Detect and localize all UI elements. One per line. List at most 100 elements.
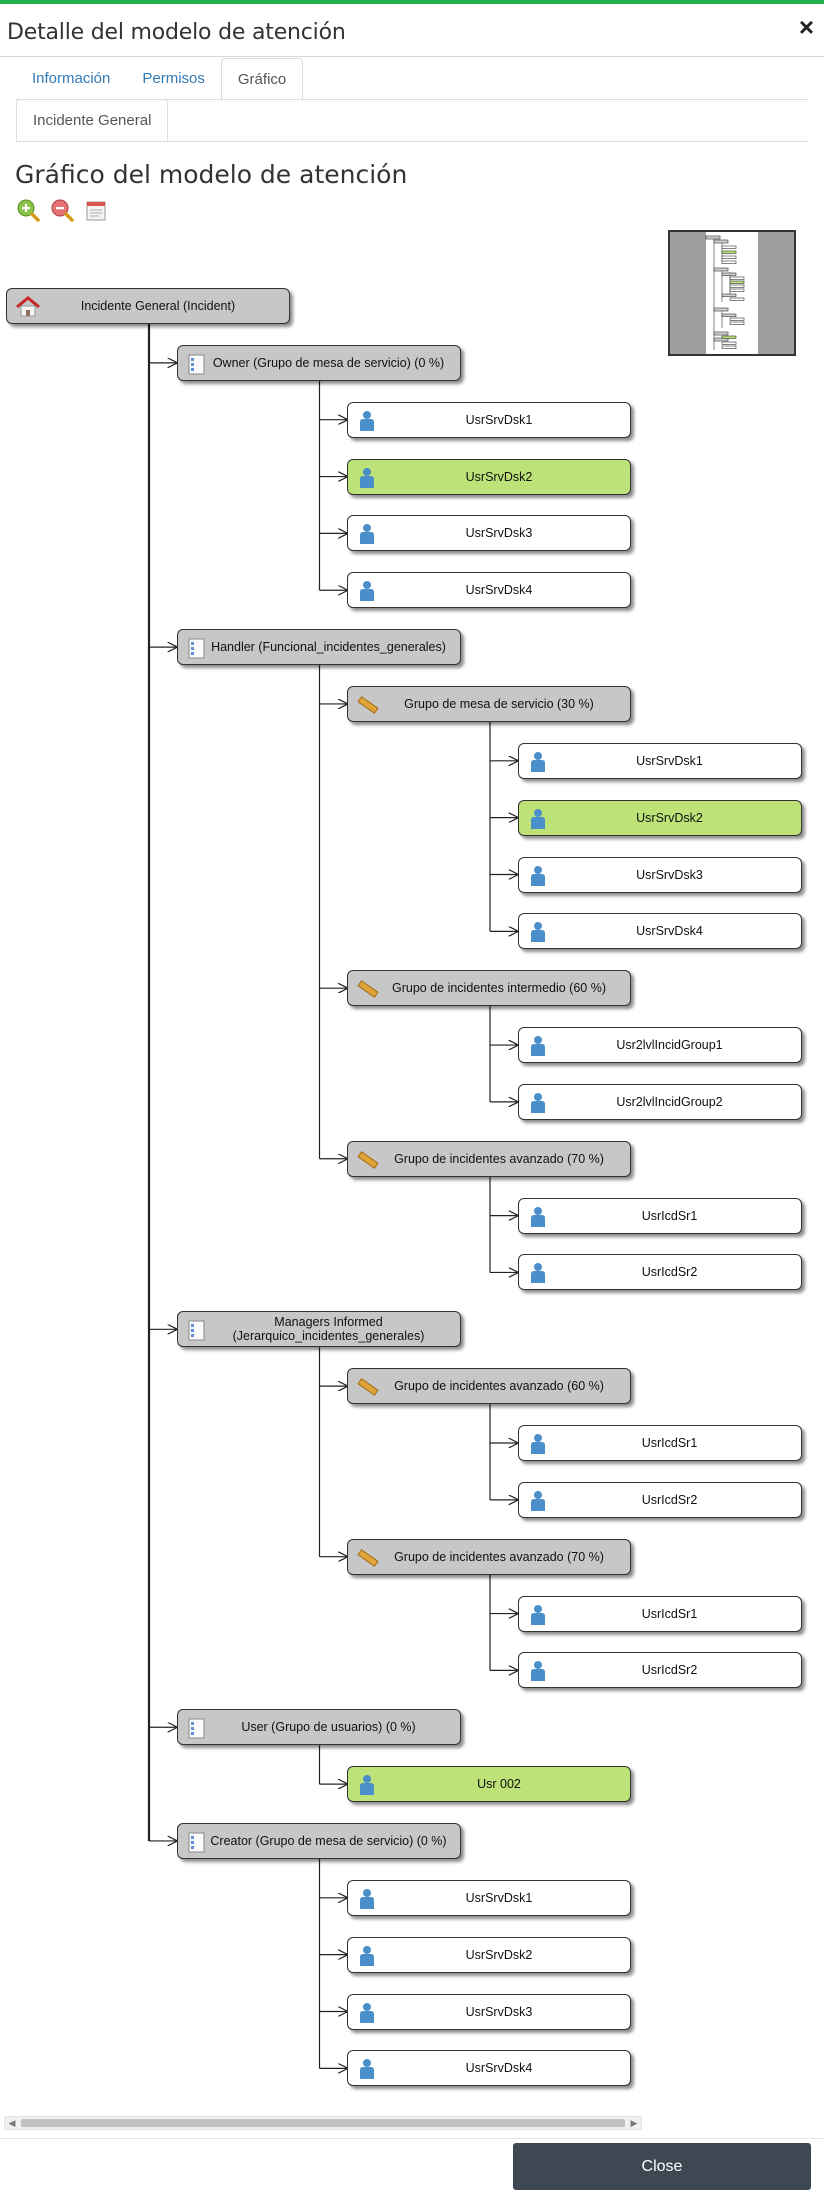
role-node[interactable]: Managers Informed (Jerarquico_incidentes… (176, 1311, 461, 1348)
user-node[interactable]: UsrIcdSr1 (517, 1595, 802, 1632)
node-label: UsrSrvDsk2 (636, 810, 703, 825)
tab-permisos[interactable]: Permisos (142, 70, 205, 87)
user-icon (356, 522, 378, 546)
node-label: UsrSrvDsk1 (636, 753, 703, 768)
ruler-icon (356, 1148, 379, 1172)
role-node[interactable]: User (Grupo de usuarios) (0 %) (176, 1709, 461, 1746)
graph-title: Gráfico del modelo de atención (15, 160, 408, 189)
user-icon (527, 1432, 549, 1456)
node-label: UsrSrvDsk4 (636, 924, 703, 939)
user-node[interactable]: UsrSrvDsk3 (517, 856, 802, 893)
print-icon[interactable] (84, 198, 108, 222)
node-label: UsrSrvDsk1 (465, 412, 533, 427)
role-node[interactable]: Handler (Funcional_incidentes_generales) (176, 629, 461, 666)
ruler-icon (356, 693, 379, 717)
ruler-icon (356, 1546, 379, 1570)
scroll-thumb[interactable] (21, 2119, 625, 2127)
user-node[interactable]: UsrIcdSr2 (517, 1254, 802, 1291)
node-label: UsrSrvDsk1 (465, 1890, 533, 1905)
node-label: UsrSrvDsk4 (465, 583, 533, 598)
node-label: UsrSrvDsk2 (465, 1947, 533, 1962)
user-icon (356, 2057, 378, 2081)
close-button[interactable]: Close (513, 2143, 811, 2190)
node-label: UsrSrvDsk4 (465, 2061, 533, 2076)
user-icon (527, 1603, 549, 1627)
user-icon (356, 1944, 378, 1968)
node-label: Usr2lvlIncidGroup1 (616, 1038, 723, 1053)
user-icon (527, 920, 549, 944)
user-icon (527, 1659, 549, 1683)
user-icon (527, 1489, 549, 1513)
node-label: Grupo de incidentes avanzado (60 %) (394, 1379, 604, 1394)
scroll-left-icon[interactable]: ◀ (8, 2118, 16, 2128)
user-icon (527, 750, 549, 774)
user-node[interactable]: UsrSrvDsk2 (517, 799, 802, 836)
user-node[interactable]: UsrIcdSr2 (517, 1481, 802, 1518)
tab-grafico[interactable]: Gráfico (220, 58, 304, 101)
role-node[interactable]: Creator (Grupo de mesa de servicio) (0 %… (176, 1822, 461, 1859)
node-label: Owner (Grupo de mesa de servicio) (0 %) (212, 355, 445, 370)
role-node[interactable]: Owner (Grupo de mesa de servicio) (0 %) (176, 344, 461, 381)
group-node[interactable]: Grupo de incidentes avanzado (60 %) (347, 1368, 631, 1405)
node-label: UsrIcdSr1 (641, 1606, 698, 1621)
group-node[interactable]: Grupo de incidentes avanzado (70 %) (347, 1538, 631, 1575)
node-label: Grupo de incidentes avanzado (70 %) (394, 1151, 604, 1166)
user-node[interactable]: UsrSrvDsk4 (517, 913, 802, 950)
tab-incidente-general[interactable]: Incidente General (16, 99, 169, 143)
node-label: UsrSrvDsk3 (465, 2004, 533, 2019)
role-icon (186, 636, 208, 660)
node-label: UsrIcdSr2 (641, 1492, 698, 1507)
role-icon (186, 1318, 208, 1342)
user-node[interactable]: UsrIcdSr1 (517, 1425, 802, 1461)
node-label: Handler (Funcional_incidentes_generales) (211, 640, 446, 655)
user-node[interactable]: Usr2lvlIncidGroup2 (517, 1083, 802, 1120)
node-label: Grupo de mesa de servicio (30 %) (404, 696, 594, 711)
user-node[interactable]: UsrSrvDsk3 (347, 1993, 631, 2030)
tab-informacion[interactable]: Información (32, 70, 111, 87)
user-node[interactable]: UsrSrvDsk1 (517, 742, 802, 779)
horizontal-scrollbar[interactable]: ◀ ▶ (4, 2116, 642, 2130)
node-label: Creator (Grupo de mesa de servicio) (0 %… (210, 1833, 447, 1848)
group-node[interactable]: Grupo de incidentes intermedio (60 %) (347, 970, 631, 1007)
user-node[interactable]: UsrSrvDsk4 (347, 572, 631, 609)
top-accent-bar (0, 0, 824, 4)
user-node[interactable]: UsrSrvDsk2 (347, 1936, 631, 1973)
user-icon (527, 1205, 549, 1229)
node-label: UsrSrvDsk2 (465, 469, 533, 484)
group-node[interactable]: Grupo de incidentes avanzado (70 %) (347, 1140, 631, 1177)
user-icon (356, 1887, 378, 1911)
user-node[interactable]: UsrSrvDsk1 (347, 1879, 631, 1916)
user-node[interactable]: UsrSrvDsk1 (347, 401, 631, 438)
zoom-out-icon[interactable] (50, 198, 74, 222)
house-icon (15, 295, 40, 319)
user-node[interactable]: UsrIcdSr1 (517, 1197, 802, 1234)
user-icon (527, 864, 549, 888)
role-icon (186, 1830, 208, 1854)
graph-minimap[interactable] (668, 230, 796, 356)
node-label: UsrSrvDsk3 (465, 526, 533, 541)
node-label: User (Grupo de usuarios) (0 %) (241, 1720, 416, 1735)
root-node[interactable]: Incidente General (Incident) (6, 288, 290, 324)
close-icon[interactable]: × (798, 12, 814, 42)
user-node[interactable]: Usr2lvlIncidGroup1 (517, 1027, 802, 1064)
user-node[interactable]: UsrSrvDsk3 (347, 515, 631, 552)
node-label: UsrIcdSr1 (641, 1436, 698, 1450)
user-icon (527, 1034, 549, 1058)
user-node[interactable]: UsrSrvDsk2 (347, 458, 631, 495)
ruler-icon (356, 1375, 379, 1399)
user-icon (356, 579, 378, 603)
user-icon (527, 1091, 549, 1115)
user-node[interactable]: UsrIcdSr2 (517, 1652, 802, 1689)
scroll-right-icon[interactable]: ▶ (630, 2118, 638, 2128)
zoom-in-icon[interactable] (16, 198, 40, 222)
user-node[interactable]: Usr 002 (347, 1766, 631, 1803)
node-label: UsrSrvDsk3 (636, 867, 703, 882)
user-node[interactable]: UsrSrvDsk4 (347, 2050, 631, 2087)
user-icon (356, 1773, 378, 1797)
node-label: Incidente General (Incident) (80, 299, 236, 313)
subtabs-divider (16, 141, 808, 142)
group-node[interactable]: Grupo de mesa de servicio (30 %) (347, 685, 631, 722)
node-label: UsrIcdSr2 (641, 1663, 698, 1678)
node-label: Usr 002 (477, 1777, 521, 1792)
